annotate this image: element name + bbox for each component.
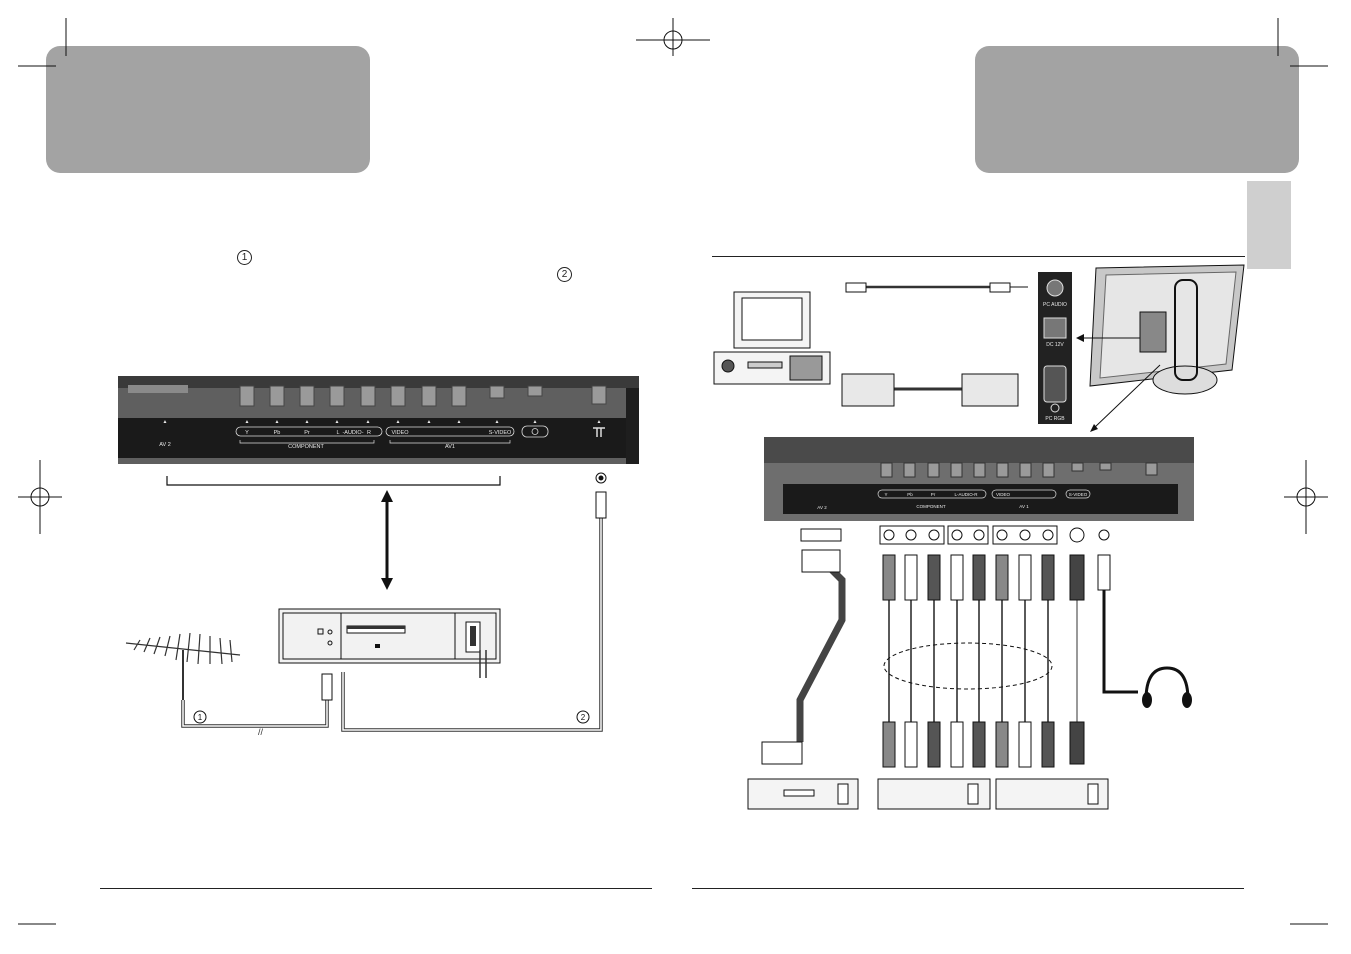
rca-plug-icon (882, 721, 896, 768)
label-av2: AV 2 (159, 442, 171, 448)
r-label-av1: AV 1 (1019, 504, 1029, 509)
label-video: VIDEO (391, 430, 409, 436)
r-label-pr: Pr (931, 492, 936, 497)
label-pc-rgb: PC RGB (1045, 416, 1065, 422)
svg-text:▲: ▲ (597, 419, 602, 425)
rca-plug-icon (972, 554, 986, 601)
r-label-y: Y (884, 492, 887, 497)
cable-label-1: 1 (198, 713, 203, 722)
left-header-block (46, 46, 370, 173)
cable-label-2: 2 (581, 713, 586, 722)
side-tab (1247, 181, 1291, 269)
label-y: Y (245, 430, 249, 436)
label-pb: Pb (274, 430, 281, 436)
label-pc-audio: PC AUDIO (1043, 302, 1067, 308)
svg-text:▲: ▲ (457, 419, 462, 425)
rca-plug-icon (950, 721, 964, 768)
label-pr: Pr (304, 430, 310, 436)
rca-plug-icon (904, 554, 918, 601)
step-marker-2: 2 (557, 267, 572, 282)
antenna-icon (125, 632, 241, 700)
svideo-cable (1069, 554, 1085, 765)
svg-text://: // (258, 727, 264, 737)
r-label-component: COMPONENT (916, 504, 946, 509)
svg-text:▲: ▲ (396, 419, 401, 425)
right-connector-panel: AV 2 Y Pb Pr L-AUDIO-R COMPONENT VIDEO A… (764, 437, 1194, 521)
rca-plug-icon (321, 472, 607, 701)
scart-plug-icon (761, 549, 846, 765)
r-label-video: VIDEO (996, 492, 1011, 497)
svg-text:▲: ▲ (335, 419, 340, 425)
rca-plug-icon (882, 554, 896, 601)
monitor-connector-panel: PC AUDIO DC 12V PC RGB (1038, 272, 1072, 424)
vcr-icon (278, 608, 501, 664)
registration-crosshair-icon (18, 18, 1328, 925)
rca-plug-icon (995, 721, 1009, 768)
step-marker-1: 1 (237, 250, 252, 265)
vcr-icon (747, 778, 1109, 810)
rca-plug-icon (927, 721, 941, 768)
r-label-av2: AV 2 (817, 505, 827, 510)
right-top-rule (712, 256, 1245, 257)
label-audio-l: L (336, 430, 339, 436)
vga-cable (841, 373, 1019, 407)
rca-plug-icon (927, 554, 941, 601)
r-label-audio: L-AUDIO-R (954, 492, 978, 497)
r-label-pb: Pb (907, 492, 913, 497)
svg-text:▲: ▲ (533, 419, 538, 425)
rca-plug-icon (995, 554, 1009, 601)
svg-text:▲: ▲ (366, 419, 371, 425)
label-audio-r: R (367, 430, 371, 436)
rca-plug-icon (972, 721, 986, 768)
svg-text:▲: ▲ (305, 419, 310, 425)
rca-plug-icon (1041, 554, 1055, 601)
left-footer-rule (100, 888, 652, 889)
label-audio: -AUDIO- (342, 430, 363, 436)
rca-plug-icon (904, 721, 918, 768)
computer-icon (713, 291, 831, 385)
r-label-svideo: S-VIDEO (1069, 492, 1088, 497)
left-connector-panel: ▲ ▲ ▲ ▲ ▲ ▲ ▲ ▲ ▲ ▲ ▲ ▲ AV 2 Y Pb Pr L -AUDIO- R… (118, 376, 639, 464)
label-av1: AV1 (445, 444, 455, 450)
svg-text:▲: ▲ (427, 419, 432, 425)
svg-text:▲: ▲ (245, 419, 250, 425)
label-dc12v: DC 12V (1046, 342, 1064, 348)
svg-text:▲: ▲ (275, 419, 280, 425)
rca-cables (882, 554, 1055, 768)
double-arrow (381, 490, 393, 590)
svg-text:▲: ▲ (495, 419, 500, 425)
monitor-icon (1089, 264, 1245, 395)
audio-cable (845, 282, 1028, 293)
label-svideo: S-VIDEO (489, 430, 512, 436)
rca-plug-icon (950, 554, 964, 601)
rca-plug-icon (1041, 721, 1055, 768)
label-component: COMPONENT (288, 444, 324, 450)
headphones-icon (1097, 554, 1192, 708)
right-footer-rule (692, 888, 1244, 889)
rca-plug-icon (1018, 721, 1032, 768)
rca-plug-icon (1018, 554, 1032, 601)
svg-text:▲: ▲ (163, 419, 168, 425)
right-header-block (975, 46, 1299, 173)
